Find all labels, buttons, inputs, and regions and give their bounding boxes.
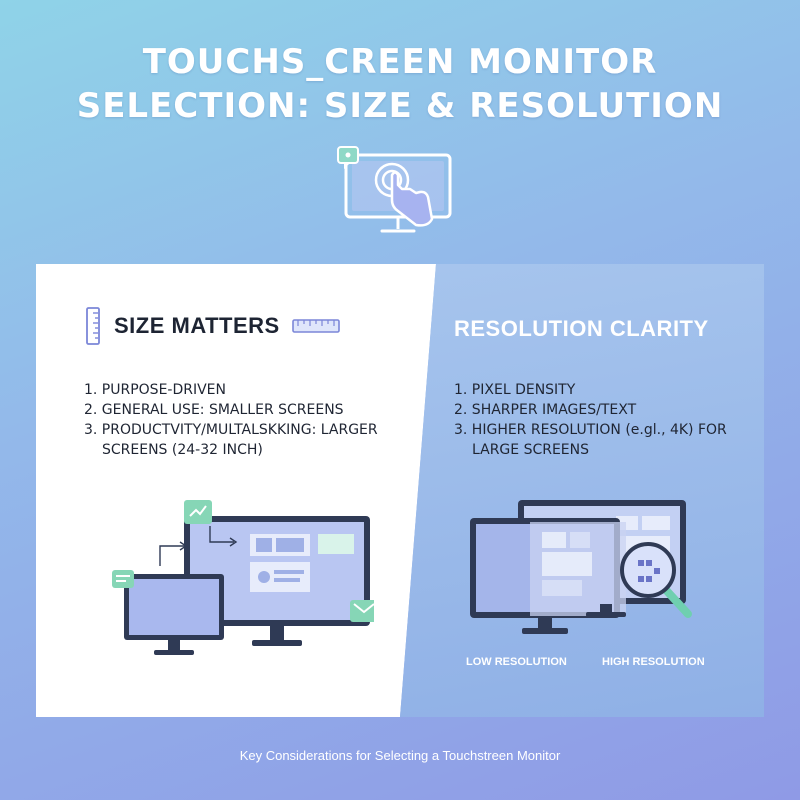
resolution-item-2: 2. SHARPER IMAGES/TEXT [454,402,637,418]
high-resolution-label: HIGH RESOLUTION [602,656,705,668]
size-item-3: 3. PRODUCTVITY/MULTALSKKING: LARGER SCRE… [84,422,378,458]
touch-monitor-icon [337,146,452,233]
resolution-panel [400,264,764,717]
page-title: TOUCHS_CREEN MONITOR SELECTION: SIZE & R… [0,40,800,128]
resolution-item-1: 1. PIXEL DENSITY [454,382,576,398]
content-panels: SIZE MATTERS 1. PURPOSE-DRIVEN 2. GENERA… [36,264,764,717]
size-heading-row: SIZE MATTERS [86,306,340,346]
size-list: 1. PURPOSE-DRIVEN 2. GENERAL USE: SMALLE… [84,380,404,460]
resolution-item-3: 3. HIGHER RESOLUTION (e.gl., 4K) FOR LAR… [454,422,727,458]
resolution-comparison-illustration [470,500,692,634]
monitor-size-illustration [112,500,374,655]
ruler-horizontal-icon [291,319,340,333]
footer-caption: Key Considerations for Selecting a Touch… [239,748,561,763]
resolution-list: 1. PIXEL DENSITY 2. SHARPER IMAGES/TEXT … [454,380,744,460]
size-item-2: 2. GENERAL USE: SMALLER SCREENS [84,402,344,418]
ruler-icon [86,307,100,345]
title-line-2: SELECTION: SIZE & RESOLUTION [76,86,724,126]
low-resolution-label: LOW RESOLUTION [466,656,567,668]
size-heading: SIZE MATTERS [114,313,280,338]
resolution-heading: RESOLUTION CLARITY [454,316,709,341]
size-item-1: 1. PURPOSE-DRIVEN [84,382,227,398]
size-panel [36,264,436,717]
title-line-1: TOUCHS_CREEN MONITOR [142,42,658,82]
